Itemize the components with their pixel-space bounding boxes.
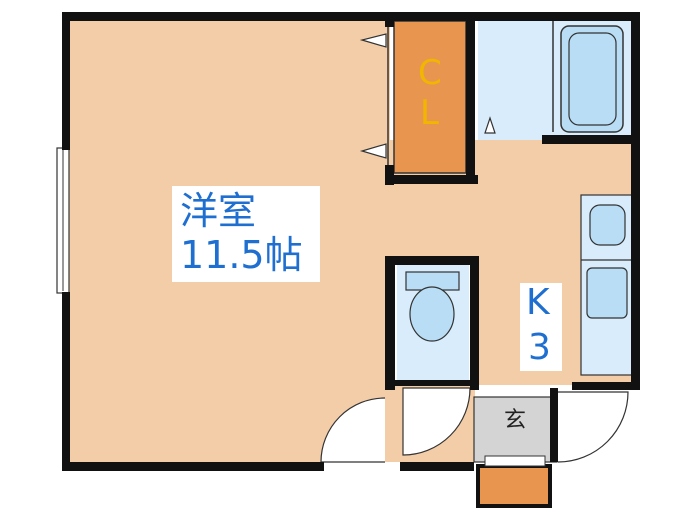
wall-corridor-bottom xyxy=(400,462,474,471)
wall-closet-right xyxy=(466,17,475,183)
walls xyxy=(62,12,640,471)
wall-left-upper xyxy=(62,12,70,150)
wall-toilet-bottom xyxy=(395,380,477,386)
kitchen-name: K xyxy=(526,282,550,323)
closet-door-marker-bottom xyxy=(359,143,387,159)
wall-toilet-right xyxy=(470,256,479,390)
western-room-door-swing xyxy=(320,397,386,463)
kitchen-sink xyxy=(586,267,628,319)
wall-top xyxy=(62,12,640,21)
kitchen-size: 3 xyxy=(528,327,551,368)
western-room-size: 11.5帖 xyxy=(180,233,303,277)
bathtub-inner xyxy=(568,32,617,126)
western-room-name: 洋室 xyxy=(180,189,257,233)
wall-closet-bottom xyxy=(385,175,478,184)
shoe-box xyxy=(476,464,552,508)
bath-door-marker xyxy=(484,116,496,134)
wall-toilet-top xyxy=(385,256,479,265)
wall-toilet-left xyxy=(385,256,395,390)
wall-left-lower xyxy=(62,292,70,470)
wall-bottom-left xyxy=(62,462,324,471)
kitchen-label-bg xyxy=(520,283,562,371)
wall-entrance-right xyxy=(550,388,558,462)
western-room-label-bg xyxy=(172,186,320,282)
entrance-label: 玄 xyxy=(504,408,527,433)
entry-door-swing xyxy=(557,391,629,463)
closet-label-top: C xyxy=(418,53,442,93)
wall-bottom-right xyxy=(572,382,640,390)
wall-bath-bottom xyxy=(542,135,635,144)
toilet-bowl xyxy=(409,286,455,342)
closet-label-bottom: L xyxy=(420,93,439,133)
entrance-door-slot xyxy=(484,455,546,467)
wall-right xyxy=(631,12,640,390)
toilet-door-swing xyxy=(402,387,471,456)
closet-door-marker-top xyxy=(359,33,387,48)
stove-top xyxy=(589,204,626,246)
wall-closet-left xyxy=(385,17,394,27)
